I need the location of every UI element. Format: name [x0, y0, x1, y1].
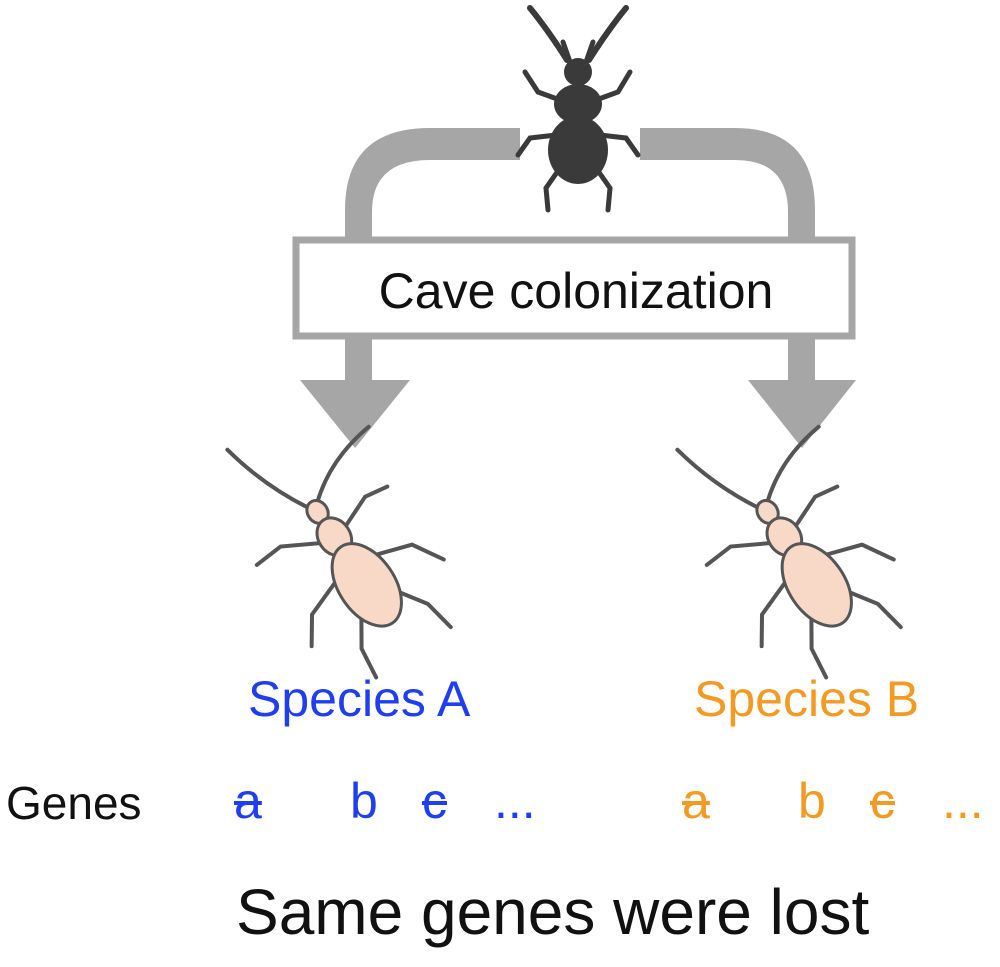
gene-b-species-a: b [350, 773, 378, 829]
gene-a-species-b: a [682, 773, 710, 829]
gene-a-species-a: a [234, 773, 262, 829]
species-a-label: Species A [248, 671, 471, 727]
gene-c-species-a: c [422, 773, 447, 829]
genes-row-label: Genes [6, 777, 142, 829]
conclusion-text: Same genes were lost [236, 876, 870, 948]
cave-beetle-icon [225, 424, 453, 680]
gene-c-species-b: c [870, 773, 895, 829]
ancestor-beetle-icon [515, 5, 641, 213]
cave-beetle-icon [675, 424, 903, 680]
branch-arrow-left [300, 128, 520, 448]
branch-arrow-right [640, 128, 856, 448]
colonization-label: Cave colonization [378, 263, 774, 319]
gene-b-species-b: b [798, 773, 826, 829]
gene-ellipsis-species-a: ... [494, 773, 536, 829]
colonization-box [292, 236, 856, 340]
gene-ellipsis-species-b: ... [942, 773, 984, 829]
species-b-label: Species B [694, 671, 920, 727]
